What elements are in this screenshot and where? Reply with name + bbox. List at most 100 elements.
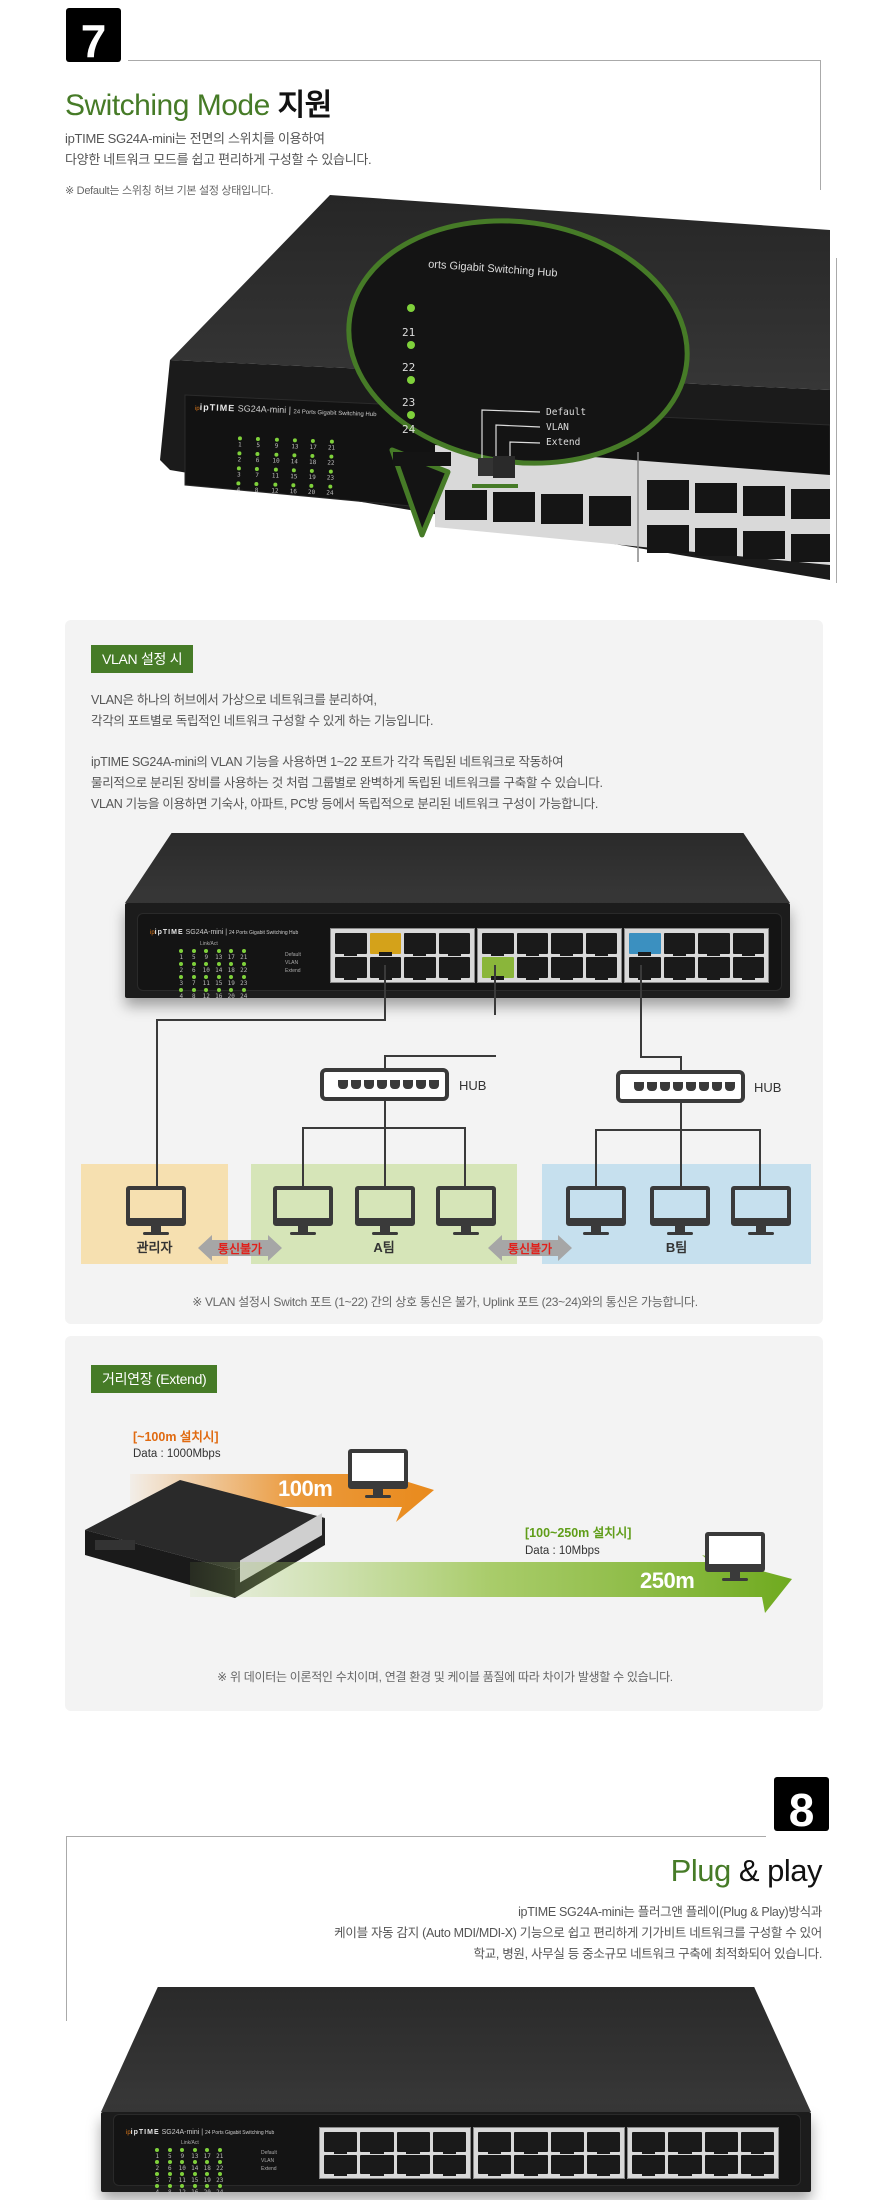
led-indicator: 10	[176, 2160, 189, 2172]
led-number: 20	[203, 2189, 211, 2196]
a-cable-end	[464, 1164, 466, 1186]
vlan-para-1: VLAN은 하나의 허브에서 가상으로 네트워크를 분리하여, 각각의 포트별로…	[91, 690, 433, 732]
led-number: 7	[167, 2177, 172, 2184]
led-indicator: 17	[201, 2148, 214, 2160]
rj45-port	[438, 933, 470, 956]
led-indicator: 15	[213, 975, 226, 987]
mode-default-label: Default	[546, 407, 587, 418]
rj45-port	[732, 957, 764, 980]
led-header: Link/Act	[181, 2140, 199, 2146]
switch-front-plug: ipipTIME SG24A-mini | 24 Ports Gigabit S…	[101, 1987, 811, 2196]
rj45-port	[629, 933, 661, 956]
mode-default-label: Default	[261, 2150, 277, 2156]
mode-switch: Default VLAN Extend	[241, 2149, 277, 2173]
mode-extend-label: Extend	[546, 437, 581, 448]
rj45-port	[396, 2132, 430, 2153]
extend-label: 거리연장 (Extend)	[91, 1365, 218, 1393]
zoom-callout-bubble	[346, 218, 690, 538]
desc-line: 학교, 병원, 사무실 등 중소규모 네트워크 구축에 최적화되어 있습니다.	[473, 1947, 822, 1961]
double-arrow-icon	[198, 1235, 282, 1261]
rj45-port	[438, 957, 470, 980]
section-8-title: Plug & play	[671, 1853, 823, 1889]
led-number: 17	[227, 954, 235, 961]
desc-line: ipTIME SG24A-mini는 전면의 스위치를 이용하여	[65, 131, 325, 146]
mode-vlan-label: VLAN	[261, 2158, 275, 2164]
led-indicator: 11	[200, 975, 213, 987]
led-number: 1	[155, 2153, 160, 2160]
led-indicator: 5	[164, 2148, 177, 2160]
rj45-port	[404, 933, 436, 956]
rj45-port	[516, 933, 548, 956]
model-name: SG24A-mini	[161, 2129, 200, 2136]
callout-led-label: 21	[402, 326, 416, 339]
rj45-port	[514, 2132, 548, 2153]
led-indicator: 17	[225, 949, 238, 961]
switch-angled-image: ipipTIME SG24A-mini | 24 Ports Gigabit S…	[160, 190, 830, 580]
led-number: 18	[203, 2165, 211, 2172]
led-number: 4	[155, 2189, 160, 2196]
mode-extend-label: Extend	[285, 968, 301, 974]
led-number: 18	[227, 967, 235, 974]
title-black: 지원	[269, 89, 333, 122]
rj45-port	[551, 957, 583, 980]
led-number: 7	[191, 980, 196, 987]
led-number: 2	[179, 967, 184, 974]
led-indicator: 19	[225, 975, 238, 987]
device-brand: ipipTIME SG24A-mini | 24 Ports Gigabit S…	[150, 929, 299, 936]
monitor-icon	[126, 1186, 186, 1238]
rj45-port	[704, 2154, 738, 2176]
hub-b-down	[680, 1103, 682, 1186]
led-header: Link/Act	[200, 941, 218, 947]
monitor-icon	[436, 1186, 496, 1238]
brand-name: ipTIME	[154, 929, 184, 936]
brand-name: ipTIME	[130, 2129, 160, 2136]
led-indicator: 14	[189, 2160, 202, 2172]
long-range-title: [100~250m 설치시]	[525, 1526, 632, 1540]
desc-line: ipTIME SG24A-mini는 플러그앤 플레이(Plug & Play)…	[518, 1905, 822, 1919]
rj45-port	[632, 2154, 666, 2176]
rj45-port	[482, 957, 514, 980]
mode-vlan-label: VLAN	[546, 422, 569, 433]
b-cable-end	[595, 1164, 597, 1186]
led-number: 9	[204, 954, 209, 961]
callout-mode-labels: Default VLAN Extend	[546, 405, 586, 450]
led-number: 22	[216, 2165, 224, 2172]
led-number: 13	[191, 2153, 199, 2160]
led-number: 13	[215, 954, 223, 961]
frame-line-left	[66, 1836, 67, 2021]
led-number: 12	[178, 2189, 186, 2196]
led-indicator: 12	[176, 2184, 189, 2196]
port-bank-2	[473, 2127, 625, 2179]
b-cable-end	[759, 1164, 761, 1186]
rj45-port	[324, 2154, 358, 2176]
rj45-port	[550, 2154, 584, 2176]
title-black: & play	[730, 1853, 823, 1888]
long-range-data: Data : 10Mbps	[525, 1545, 600, 1557]
led-indicator: 22	[214, 2160, 227, 2172]
short-range-data: Data : 1000Mbps	[133, 1448, 221, 1460]
group-a-team-label: A팀	[373, 1240, 395, 1255]
led-indicator: 6	[164, 2160, 177, 2172]
led-number: 15	[215, 980, 223, 987]
monitor-icon	[566, 1186, 626, 1238]
admin-cable-v	[384, 965, 386, 1021]
monitor-icon	[731, 1186, 791, 1238]
callout-led-numbers: 21 22 23 24	[402, 315, 415, 440]
a-team-cable-v	[494, 965, 496, 1015]
led-number: 21	[216, 2153, 224, 2160]
vlan-label: VLAN 설정 시	[91, 645, 194, 673]
led-number: 9	[180, 2153, 185, 2160]
led-indicator: 3	[151, 2172, 164, 2184]
para-line: ipTIME SG24A-mini의 VLAN 기능을 사용하면 1~22 포트…	[91, 755, 564, 769]
hub-a-down	[384, 1101, 386, 1186]
rj45-port	[663, 957, 695, 980]
port-bank-3	[627, 2127, 779, 2179]
admin-cable	[156, 1019, 158, 1179]
led-number: 6	[167, 2165, 172, 2172]
frame-line-top	[128, 60, 820, 61]
port-bank-2	[477, 928, 622, 983]
led-indicator: 1	[175, 949, 188, 961]
led-indicator: 1	[151, 2148, 164, 2160]
rj45-port	[335, 933, 367, 956]
rj45-port	[663, 933, 695, 956]
